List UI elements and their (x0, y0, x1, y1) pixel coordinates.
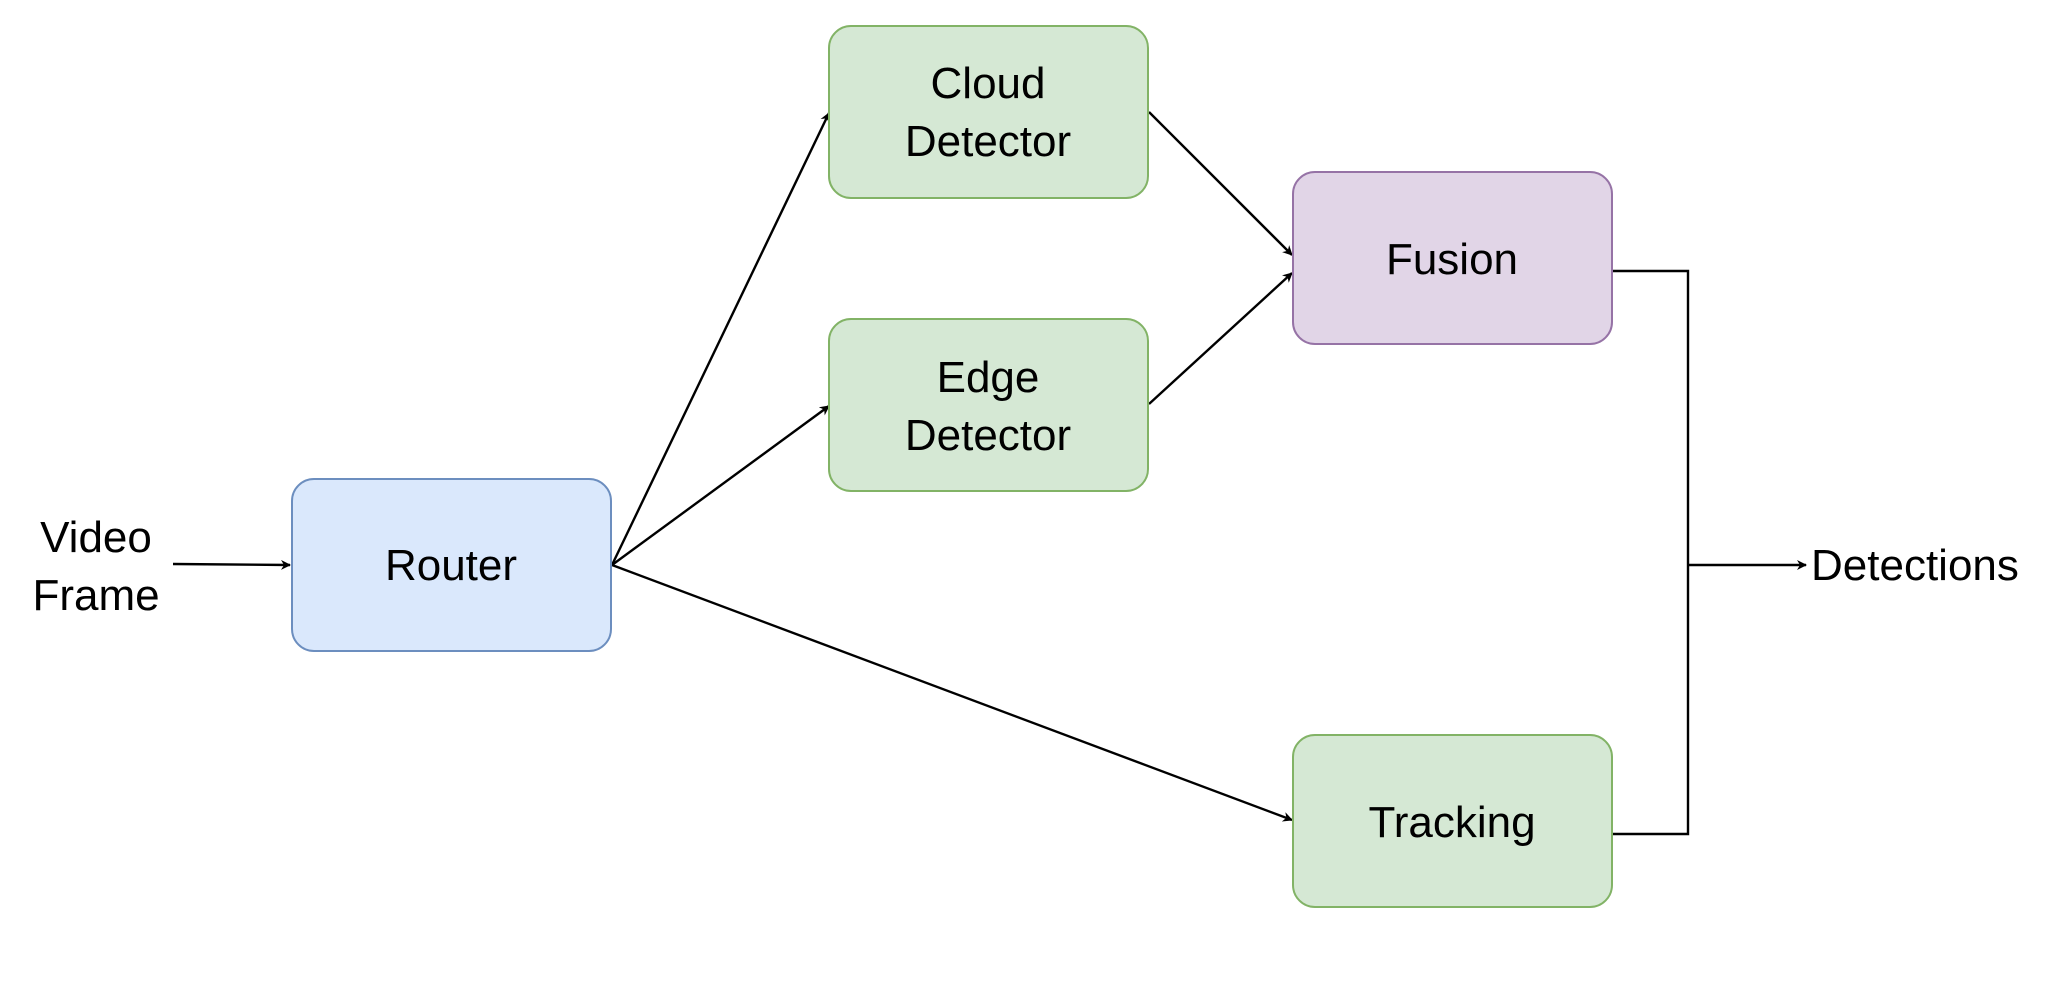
tracking-node: Tracking (1292, 734, 1613, 908)
tracking-label: Tracking (1368, 798, 1535, 847)
router-box (291, 478, 612, 652)
tracking-box (1292, 734, 1613, 908)
input-label-line2: Frame (32, 571, 159, 620)
cloud-detector-label-line1: Cloud (931, 59, 1046, 108)
edge-detector-label-line1: Edge (937, 353, 1040, 402)
cloud-detector-node: Cloud Detector (828, 25, 1149, 199)
edge-router-to-edge-detector (611, 405, 830, 566)
edge-input-to-router (172, 559, 291, 570)
router-node: Router (291, 478, 612, 652)
input-label-line1: Video (40, 513, 152, 562)
fusion-box (1292, 171, 1613, 345)
router-label: Router (385, 541, 517, 590)
edge-cloud-detector-to-fusion (1148, 111, 1293, 256)
edge-detector-box (828, 318, 1149, 492)
cloud-detector-label-line2: Detector (905, 117, 1071, 166)
input-label: Video Frame (32, 513, 159, 620)
edge-tracking-merge (1612, 565, 1690, 836)
fusion-label: Fusion (1386, 235, 1518, 284)
edges (172, 111, 1807, 836)
edge-fusion-merge (1612, 269, 1690, 565)
edge-router-to-cloud-detector (610, 112, 831, 566)
edge-detector-label-line2: Detector (905, 411, 1071, 460)
edge-edge-detector-to-fusion (1148, 272, 1293, 405)
output-label: Detections (1811, 541, 2019, 590)
edge-router-to-tracking (611, 563, 1293, 822)
fusion-node: Fusion (1292, 171, 1613, 345)
cloud-detector-box (828, 25, 1149, 199)
edge-detector-node: Edge Detector (828, 318, 1149, 492)
